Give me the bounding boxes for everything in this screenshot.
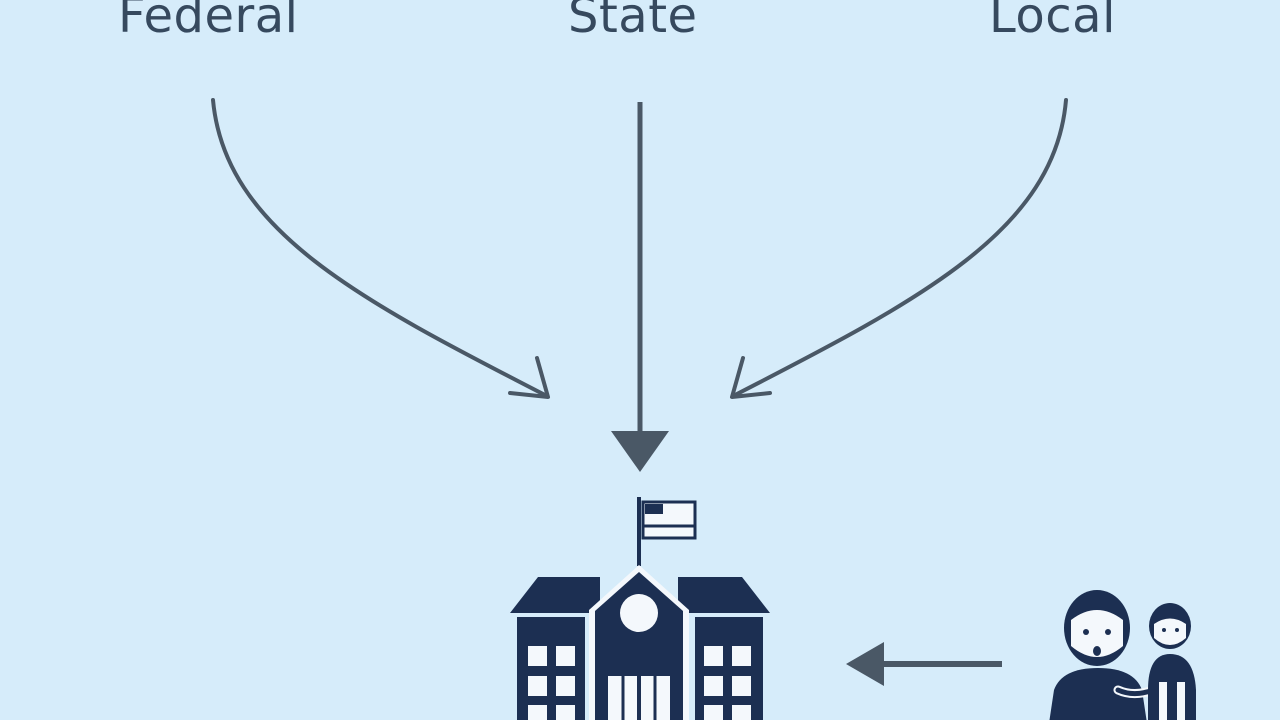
parent-and-child-icon	[1049, 590, 1196, 720]
local-label: Local	[989, 0, 1116, 44]
state-arrow	[611, 102, 669, 472]
federal-arrow	[211, 98, 550, 399]
state-label: State	[568, 0, 698, 44]
family-to-school-arrow	[846, 642, 1002, 686]
local-arrow	[730, 98, 1068, 399]
federal-label: Federal	[118, 0, 299, 44]
school-building-icon	[510, 497, 770, 720]
